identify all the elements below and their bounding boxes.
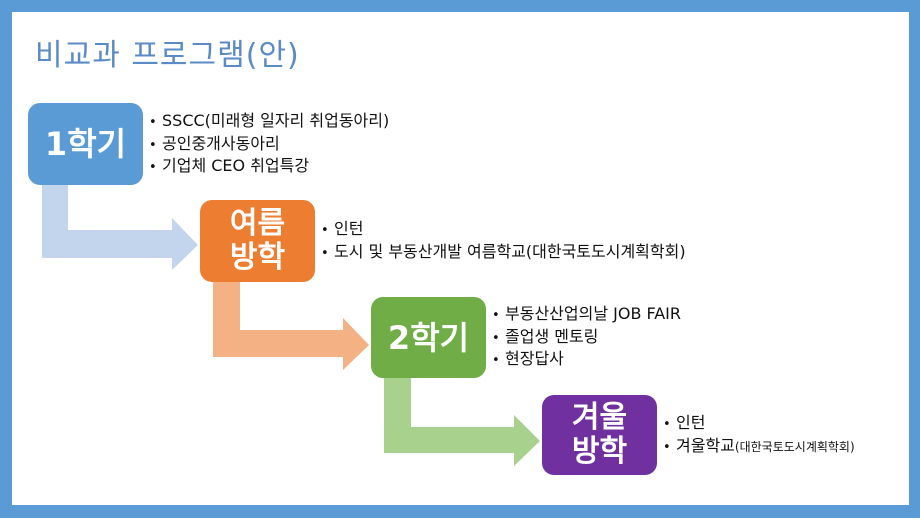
list-item: 졸업생 멘토링 — [492, 326, 681, 349]
slide-title: 비교과 프로그램(안) — [35, 38, 300, 73]
list-item-note: (대한국토도시계획학회) — [734, 439, 855, 454]
stage-label: 2학기 — [387, 318, 470, 357]
list-item: SSCC(미래형 일자리 취업동아리) — [149, 110, 389, 133]
list-item: 도시 및 부동산개발 여름학교(대한국토도시계획학회) — [321, 241, 686, 264]
stage-box-winter-break: 겨울 방학 — [542, 395, 657, 475]
list-item: 인턴 — [663, 412, 855, 435]
list-item: 겨울학교(대한국토도시계획학회) — [663, 435, 855, 458]
stage-label: 1학기 — [44, 125, 127, 163]
stage-1-list: SSCC(미래형 일자리 취업동아리) 공인중개사동아리 기업체 CEO 취업특… — [149, 110, 389, 178]
stage-label-line2: 방학 — [229, 240, 286, 275]
stage-label-line1: 여름 — [229, 206, 286, 241]
list-item: 공인중개사동아리 — [149, 133, 389, 156]
bent-arrow-icon — [42, 185, 198, 270]
stage-box-summer-break: 여름 방학 — [200, 200, 315, 282]
list-item: 부동산산업의날 JOB FAIR — [492, 303, 681, 326]
stage-label-line2: 방학 — [571, 434, 628, 469]
stage-4-list: 인턴 겨울학교(대한국토도시계획학회) — [663, 412, 855, 457]
bent-arrow-icon — [213, 282, 369, 370]
stage-label-line1: 겨울 — [571, 400, 628, 435]
bent-arrow-icon — [384, 378, 540, 466]
stage-3-list: 부동산산업의날 JOB FAIR 졸업생 멘토링 현장답사 — [492, 303, 681, 371]
list-item-main: 겨울학교 — [676, 435, 735, 455]
list-item: 인턴 — [321, 218, 686, 241]
list-item: 기업체 CEO 취업특강 — [149, 155, 389, 178]
stage-box-semester-2: 2학기 — [371, 297, 486, 378]
stage-2-list: 인턴 도시 및 부동산개발 여름학교(대한국토도시계획학회) — [321, 218, 686, 263]
stage-box-semester-1: 1학기 — [28, 103, 143, 185]
list-item: 현장답사 — [492, 348, 681, 371]
